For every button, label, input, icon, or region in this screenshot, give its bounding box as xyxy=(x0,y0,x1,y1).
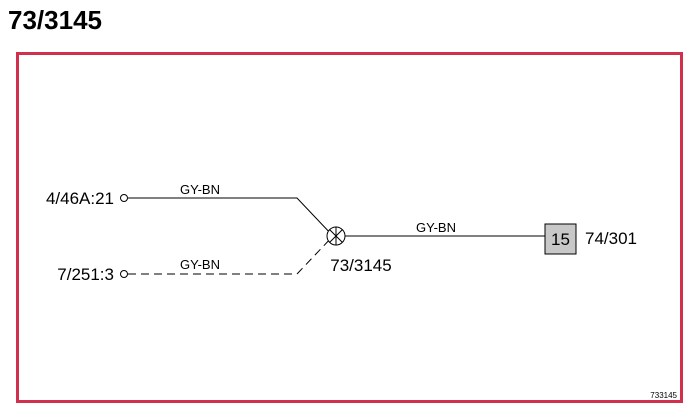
terminal-circle-icon xyxy=(120,270,128,278)
terminal-7-251-3 xyxy=(120,270,128,278)
splice-label: 73/3145 xyxy=(330,256,391,275)
connector-pin: 15 xyxy=(551,230,570,249)
terminal-label-2: 7/251:3 xyxy=(57,265,114,284)
page-title: 73/3145 xyxy=(8,5,102,35)
connector-box xyxy=(544,223,577,255)
connector-label: 74/301 xyxy=(585,229,637,248)
wire-label-upper: GY-BN xyxy=(180,182,220,197)
wire-gy-bn-lower xyxy=(128,235,334,275)
wire-label-right: GY-BN xyxy=(416,220,456,235)
diagram-frame xyxy=(16,52,683,403)
terminal-4-46a-21 xyxy=(120,194,128,202)
terminal-label-1: 4/46A:21 xyxy=(46,189,114,208)
terminal-circle-icon xyxy=(120,194,128,202)
wire-gy-bn-upper xyxy=(128,197,334,237)
wire-label-lower: GY-BN xyxy=(180,257,220,272)
splice-junction-icon xyxy=(326,226,346,246)
diagram-ref-code: 733145 xyxy=(650,391,677,400)
